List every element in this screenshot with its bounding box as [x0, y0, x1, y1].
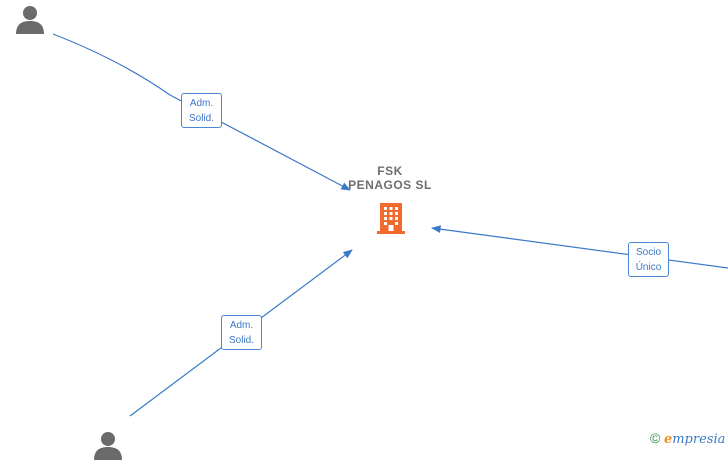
edge-label-socio-unico[interactable]: Socio Único	[628, 242, 669, 277]
copyright-symbol: ©	[650, 430, 661, 446]
edge-label-line2: Único	[635, 262, 662, 273]
brand-logo-text: mpresia	[672, 432, 726, 447]
edge-label-line1: Adm.	[229, 320, 254, 331]
edge-label-line1: Adm.	[189, 98, 214, 109]
edge-label-line2: Solid.	[188, 113, 214, 124]
building-icon[interactable]	[375, 201, 407, 240]
edge-label-adm-solid[interactable]: Adm. Solid.	[181, 93, 222, 128]
company-name-line2: PENAGOS SL	[348, 178, 432, 192]
empresia-watermark[interactable]: © empresia	[650, 430, 725, 447]
edge-label-line1: Socio	[635, 247, 661, 258]
edge-adm-solid-top	[52, 33, 351, 191]
edge-label-line2: Solid.	[228, 335, 254, 346]
edges-layer	[52, 33, 728, 417]
edge-label-adm-solid[interactable]: Adm. Solid.	[221, 315, 262, 350]
company-name[interactable]: FSK PENAGOS SL	[330, 164, 450, 192]
edge-socio-unico	[431, 225, 728, 269]
brand-logo-e: e	[663, 432, 673, 447]
person-icon[interactable]	[92, 430, 124, 465]
company-name-line1: FSK	[377, 164, 403, 178]
person-icon[interactable]	[14, 4, 46, 39]
